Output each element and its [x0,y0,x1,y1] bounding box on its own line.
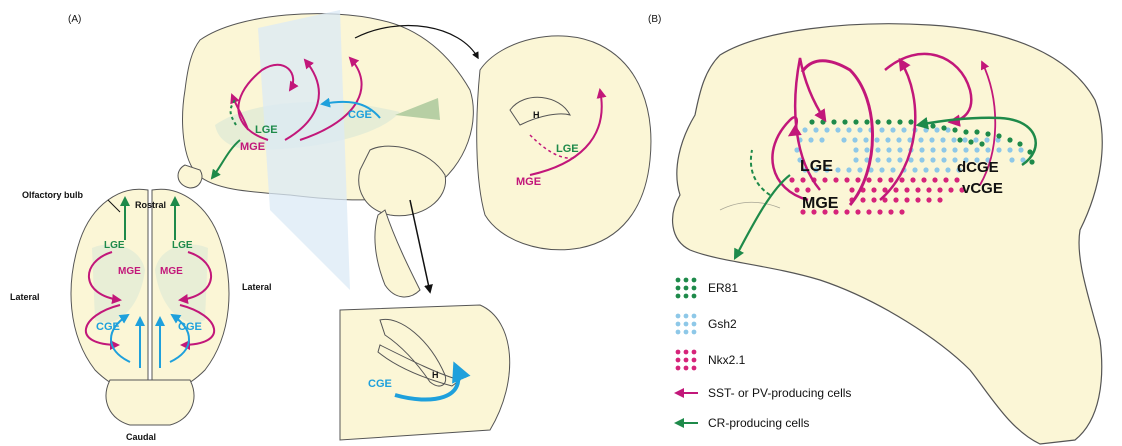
panel-b-mge-label: MGE [802,195,839,212]
lateral-left-label: Lateral [10,292,40,302]
legend-item-cr: CR-producing cells [676,416,809,430]
legend-label-er81: ER81 [708,281,738,295]
coronal-mge-label: MGE [516,176,541,188]
dorsal-lge-left-label: LGE [104,240,125,251]
panel-b-dcge-label: dCGE [957,159,999,176]
sagittal-cge-label: CGE [348,109,372,121]
legend-label-cr: CR-producing cells [708,416,809,430]
coronal-lge-label: LGE [556,143,579,155]
panel-b-brain [673,24,1103,444]
sagittal-mge-label: MGE [240,141,265,153]
cge-section-h-label: H [432,370,439,380]
cge-section [340,305,510,440]
legend: ER81 Gsh2 Nkx2.1 SST- or PV-producing ce… [676,278,852,430]
coronal-plane [258,10,350,290]
olfactory-bulb-label: Olfactory bulb [22,190,84,200]
rostral-label: Rostral [135,200,166,210]
legend-swatch-er81 [676,278,697,299]
caudal-label: Caudal [126,432,156,442]
dorsal-cge-right-label: CGE [178,321,202,333]
legend-label-gsh2: Gsh2 [708,317,737,331]
coronal-h-label: H [533,110,540,120]
dorsal-mge-right-label: MGE [160,266,183,277]
dorsal-mge-left-label: MGE [118,266,141,277]
legend-swatch-gsh2 [676,314,697,335]
sagittal-lge-label: LGE [255,124,278,136]
dorsal-brain [71,189,229,425]
legend-label-sst-pv: SST- or PV-producing cells [708,386,851,400]
lateral-right-label: Lateral [242,282,272,292]
legend-item-nkx21: Nkx2.1 [676,350,746,371]
panel-b-label: (B) [648,14,661,25]
legend-item-gsh2: Gsh2 [676,314,737,335]
legend-swatch-nkx21 [676,350,697,371]
legend-item-er81: ER81 [676,278,739,299]
cge-section-cge-label: CGE [368,378,392,390]
dorsal-lge-right-label: LGE [172,240,193,251]
panel-b-vcge-label: vCGE [962,180,1003,197]
legend-item-sst-pv: SST- or PV-producing cells [676,386,851,400]
legend-label-nkx21: Nkx2.1 [708,353,746,367]
dorsal-cge-left-label: CGE [96,321,120,333]
panel-a-label: (A) [68,14,81,25]
panel-b-lge-label: LGE [800,158,833,175]
